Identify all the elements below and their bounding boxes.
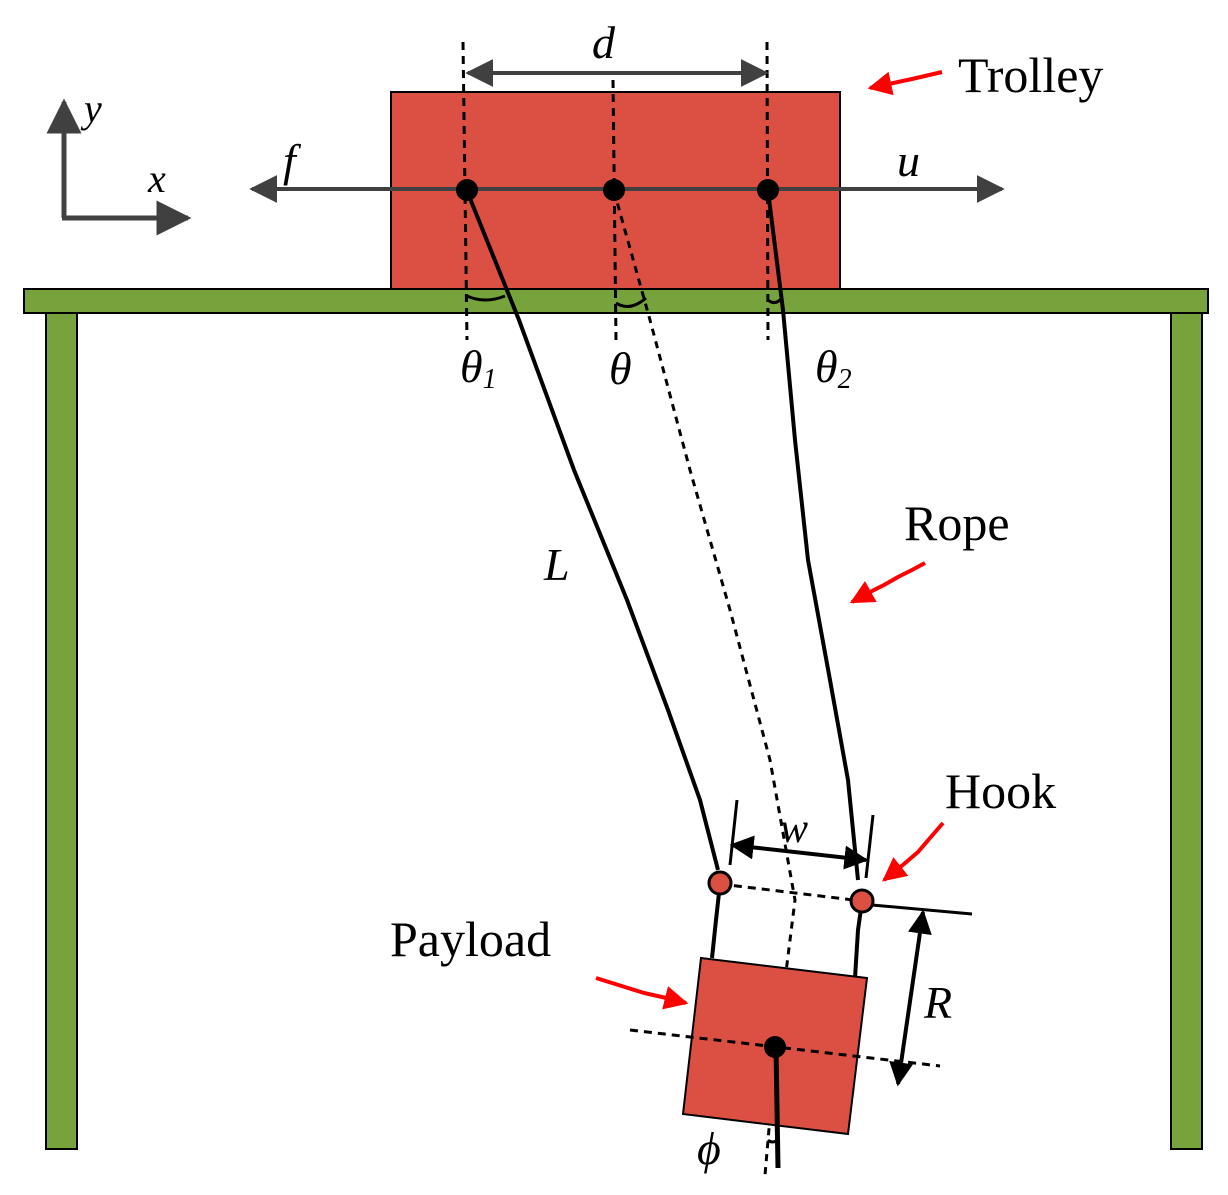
f-label: f bbox=[283, 135, 302, 186]
theta1-label: θ1 bbox=[460, 341, 497, 395]
x-axis-label: x bbox=[147, 156, 166, 201]
table-leg-right bbox=[1170, 312, 1203, 1150]
hook-crossbar-dashed bbox=[719, 882, 863, 903]
phi-label: ϕ bbox=[697, 1123, 721, 1174]
hook-point-right bbox=[849, 888, 875, 914]
theta2-arc bbox=[767, 296, 784, 305]
trolley-pointer-arrow bbox=[867, 70, 943, 96]
phi-arc bbox=[766, 1138, 779, 1144]
w-dimension-arrow bbox=[729, 835, 869, 870]
R-label: R bbox=[923, 977, 952, 1028]
L-label: L bbox=[543, 539, 570, 590]
table-leg-left bbox=[45, 312, 78, 1150]
theta-label: θ bbox=[609, 343, 632, 394]
rope-left bbox=[465, 190, 720, 871]
R-extension-top bbox=[871, 903, 973, 916]
table bbox=[23, 288, 1209, 1150]
theta1-arc bbox=[466, 294, 506, 302]
payload-label: Payload bbox=[390, 911, 551, 967]
rope-pointer-arrow bbox=[849, 561, 926, 604]
hook-point-left bbox=[707, 870, 733, 896]
theta2-label: θ2 bbox=[815, 341, 852, 395]
y-axis-label: y bbox=[80, 86, 102, 131]
trolley-reference-lines bbox=[461, 41, 770, 341]
R-dimension-arrow bbox=[889, 909, 932, 1087]
coordinate-axes: y x bbox=[46, 86, 192, 236]
w-label: w bbox=[780, 806, 808, 852]
hook-label: Hook bbox=[945, 763, 1056, 819]
u-label: u bbox=[897, 135, 920, 186]
payload-pointer-arrow bbox=[595, 976, 689, 1010]
hook-pointer-arrow bbox=[882, 821, 945, 882]
pivot-right bbox=[757, 179, 779, 201]
payload-center-point bbox=[764, 1036, 786, 1058]
trolley-label: Trolley bbox=[958, 47, 1103, 103]
pivot-center bbox=[603, 179, 625, 201]
rope-label: Rope bbox=[904, 495, 1010, 551]
payload-vertical-rod bbox=[773, 1047, 781, 1169]
rope-right bbox=[766, 190, 860, 881]
pivot-left bbox=[456, 179, 478, 201]
theta-arc bbox=[615, 296, 647, 309]
rope-center-dashed bbox=[612, 190, 797, 1176]
d-label: d bbox=[592, 17, 616, 68]
